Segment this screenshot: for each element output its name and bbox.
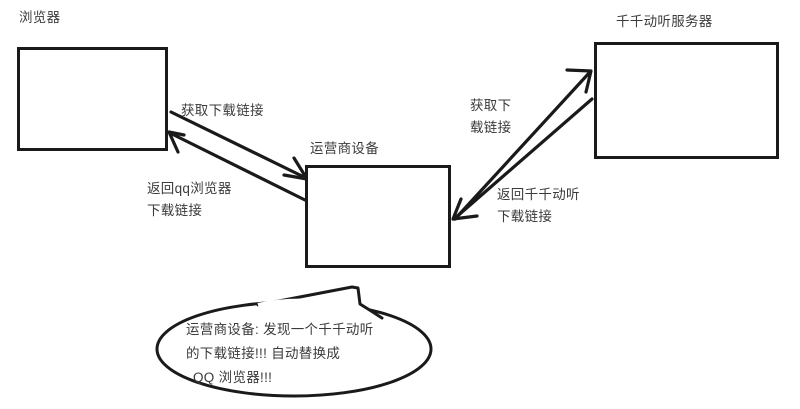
callout-line: 运营商设备: 发现一个千千动听 — [186, 322, 374, 337]
callout-bubble-text: 运营商设备: 发现一个千千动听 的下载链接!!! 自动替换成 QQ 浏览器!!! — [186, 318, 374, 390]
edge-label-line: 返回qq浏览器 — [147, 181, 232, 196]
node-box-qianqian-server[interactable] — [594, 42, 779, 159]
node-caption-qianqian-server: 千千动听服务器 — [616, 14, 713, 29]
callout-line: 的下载链接!!! 自动替换成 — [186, 346, 341, 362]
edge-label-line: 下载链接 — [497, 209, 553, 225]
edge-label-line: 返回千千动听 — [497, 187, 580, 202]
node-caption-operator-device: 运营商设备 — [310, 141, 379, 156]
edge-label-operator-to-server: 获取下 载链接 — [470, 95, 511, 140]
callout-bubble-outline — [155, 285, 433, 398]
edge-operator-to-server — [453, 68, 593, 221]
edge-label-line: 下载链接 — [147, 203, 203, 219]
edge-label-operator-to-browser: 返回qq浏览器 下载链接 — [147, 178, 232, 223]
node-box-browser[interactable] — [17, 47, 168, 151]
node-caption-browser: 浏览器 — [19, 10, 61, 25]
edge-operator-to-browser — [167, 130, 307, 202]
edge-label-line: 获取下 — [470, 98, 512, 113]
edge-label-server-to-operator: 返回千千动听 下载链接 — [497, 184, 580, 229]
edge-server-to-operator — [451, 97, 594, 221]
edge-label-line: 获取下载链接 — [181, 103, 264, 118]
edge-label-line: 载链接 — [470, 120, 512, 136]
callout-line: QQ 浏览器!!! — [193, 370, 273, 386]
edge-label-browser-to-operator: 获取下载链接 — [181, 100, 264, 122]
node-box-operator-device[interactable] — [305, 165, 451, 268]
